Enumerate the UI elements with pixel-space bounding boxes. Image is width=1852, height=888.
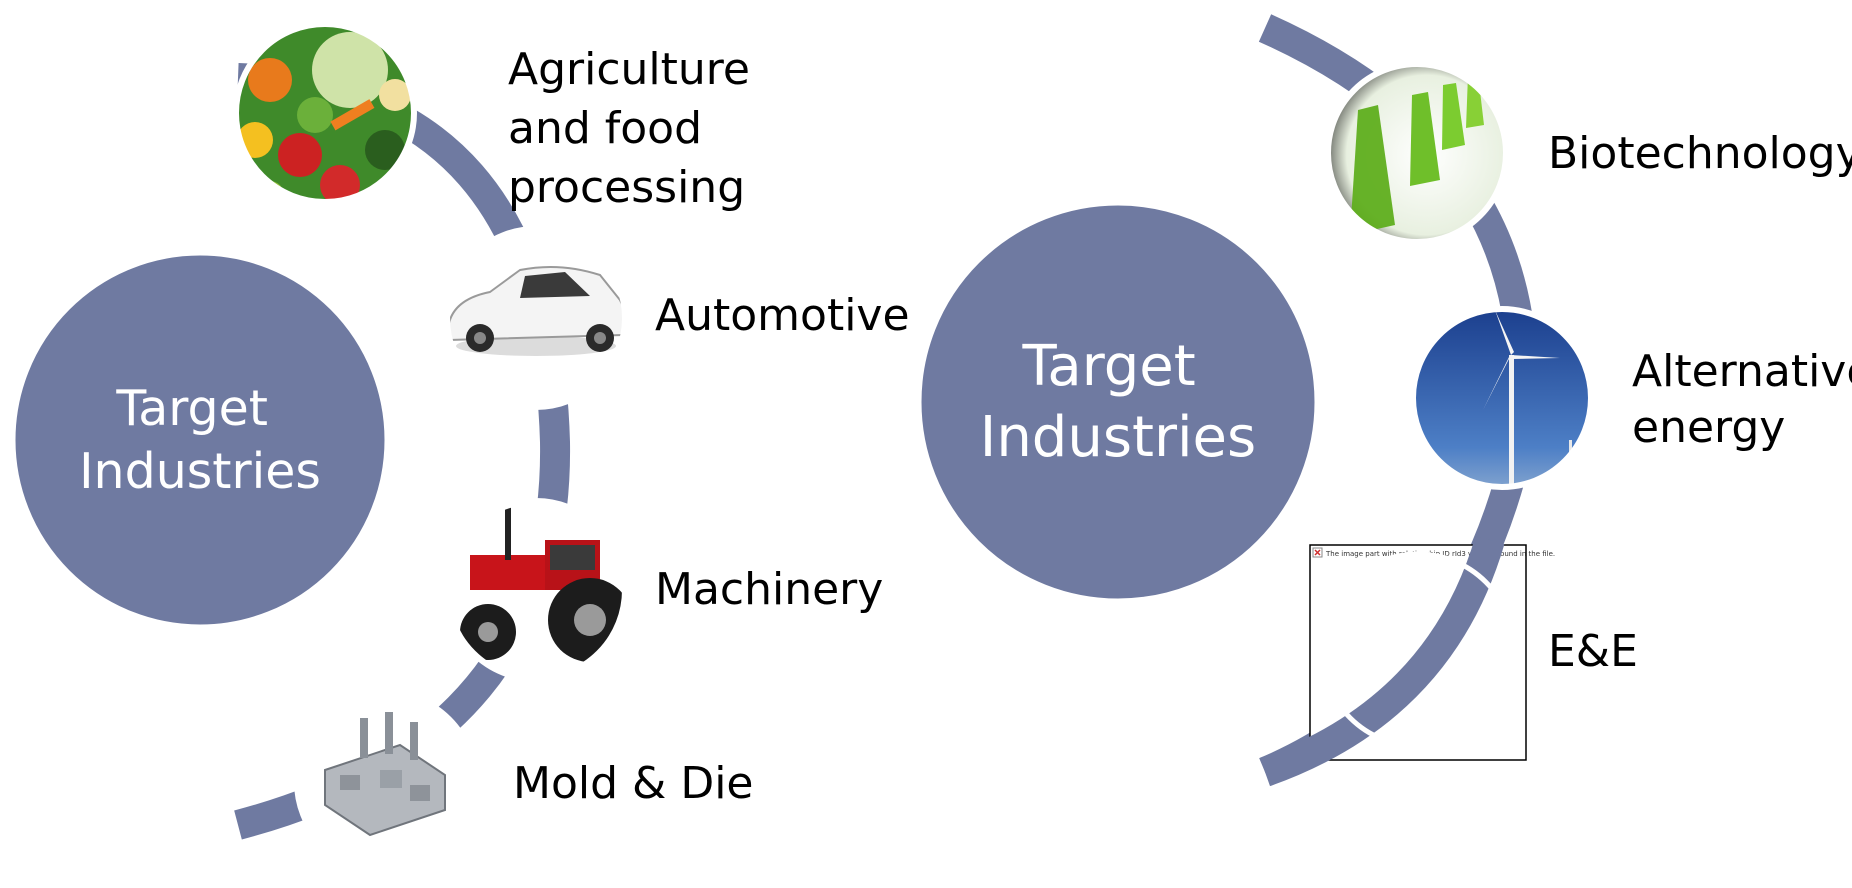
biotechnology-node [1325, 61, 1509, 245]
left-center-label: Target Industries [79, 380, 321, 500]
agriculture-node [233, 21, 417, 205]
agriculture-label: Agriculture and food processing [508, 44, 764, 213]
broken-image-text: The image part with relationship ID rId3… [1325, 550, 1555, 558]
right-center-label-line1: Target [1021, 334, 1195, 399]
tractor-icon [449, 503, 623, 677]
vegetables-icon [238, 26, 412, 200]
right-arc-overlay-fill [1259, 535, 1505, 787]
flask-icon [1330, 66, 1504, 240]
right-center-label-line2: Industries [980, 405, 1256, 470]
wind-turbine-icon [1415, 311, 1589, 485]
left-center-label-line1: Target [115, 380, 268, 437]
automotive-node [444, 226, 628, 410]
right-center-circle [914, 198, 1322, 606]
automotive-label: Automotive [655, 290, 910, 341]
mold-die-label: Mold & Die [513, 758, 754, 809]
machinery-label: Machinery [655, 564, 883, 615]
biotechnology-label: Biotechnology [1548, 128, 1852, 179]
left-center-label-line2: Industries [79, 443, 321, 500]
alternative-energy-node [1410, 306, 1594, 490]
ee-circle [1319, 551, 1517, 749]
left-center-circle [8, 248, 392, 632]
mold-icon [299, 695, 473, 869]
ee-label: E&E [1548, 626, 1638, 677]
right-center-label: Target Industries [980, 334, 1256, 470]
car-icon [449, 231, 623, 405]
alternative-energy-label: Alternative energy [1632, 346, 1852, 453]
mold-die-node [294, 690, 478, 874]
machinery-node [444, 498, 628, 682]
